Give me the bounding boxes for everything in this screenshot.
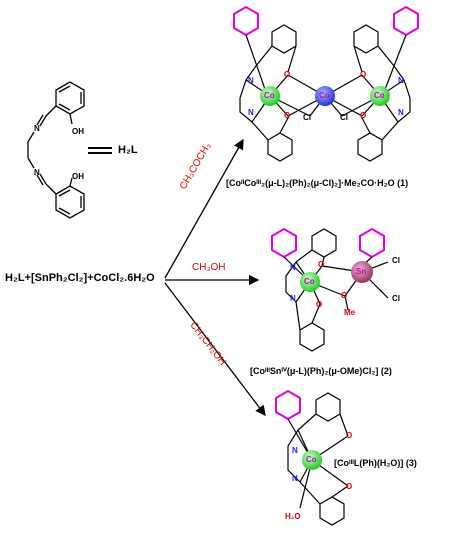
p1-n-label-4: N [398,108,404,117]
product2-metals [300,261,373,292]
p1-o-label-3: O [284,111,291,120]
p3-h2o-label: H₂O [285,512,301,521]
ligand-oh-bottom: OH [72,172,84,181]
p2-o-label: O [318,260,325,269]
p2-me-label: Me [344,308,356,317]
p2-sn-label: Sn [356,267,367,276]
ligand-structure [27,81,112,219]
ligand-top-ring [55,81,85,115]
p1-co-right-label: Co [374,91,385,100]
product2-caption: [CoᴵᴵᴵSnᴵⱽ(μ-L)(Ph)₂(μ-OMe)Cl₂] (2) [250,366,392,376]
p1-phenyl-left [233,5,259,37]
solvent-methanol: CH₃OH [192,262,226,273]
p2-o-label-2: O [341,291,348,300]
p1-cl-right-label: Cl [340,113,348,122]
ligand-n-bottom: N [34,168,40,177]
p1-o-label-4: O [360,111,367,120]
p1-n-label: N [248,76,254,85]
product1-metals [260,86,390,106]
p1-o-label-2: O [360,70,367,79]
p1-cl-left-label: Cl [303,113,311,122]
p3-phenyl [275,389,301,421]
p2-co-label: Co [304,277,315,286]
product3-metals [302,450,322,470]
arrow-to-product3 [164,282,266,417]
p1-co-left-sphere [260,86,280,106]
p3-o-label-2: O [346,482,353,491]
p3-n-label: N [292,446,298,455]
p3-o-label: O [346,431,353,440]
ligand-oh-top: OH [72,127,84,136]
p2-n-label-2: N [290,294,296,303]
arrow-to-product1 [164,138,244,279]
reaction-arrows [164,138,266,417]
p1-o-label: O [284,70,291,79]
product2-structure [271,227,389,352]
ligand-bottom-ring [55,185,85,219]
ligand-n-top: N [34,124,40,133]
p1-co-left-label: Co [264,91,275,100]
p1-co-right-sphere [370,86,390,106]
product1-caption: [CoᴵᴵCoᴵᴵᴵ₂(μ-L)₂(Ph)₂(μ-Cl)₂]·Me₂CO·H₂O… [226,178,409,188]
p2-cl-label: Cl [392,256,400,265]
p1-n-label-2: N [248,108,254,117]
p1-phenyl-right [393,5,419,37]
p2-sn-sphere [351,261,373,283]
p3-co-sphere [302,450,322,470]
reactants-text: H₂L+[SnPh₂Cl₂]+CoCl₂.6H₂O [5,272,155,284]
p3-co-label: Co [306,455,317,464]
p1-n-label-3: N [398,76,404,85]
p2-cl-label-2: Cl [392,294,400,303]
ligand-label: H₂L [118,144,138,156]
p2-co-sphere [300,272,320,292]
product1-structure [233,5,419,162]
product3-caption: [CoᴵᴵᴵL(Ph)(H₂O)] (3) [334,458,417,468]
p2-o-label-3: O [316,300,323,309]
p2-n-label: N [290,263,296,272]
p2-phenyl-left [271,227,297,259]
p1-co-center-sphere [315,86,335,106]
p1-co-center-label: Co [319,91,330,100]
p3-n-label-2: N [292,474,298,483]
p2-phenyl-right [359,227,385,259]
